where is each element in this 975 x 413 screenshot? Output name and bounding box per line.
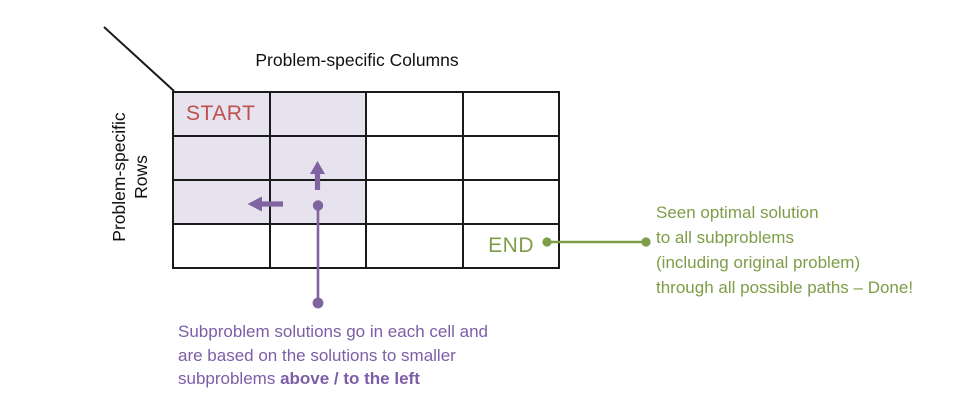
note-line: subproblems above / to the left	[178, 367, 488, 391]
start-cell: START	[172, 91, 271, 137]
note-line: are based on the solutions to smaller	[178, 345, 456, 365]
green-note-anchor-dot	[641, 237, 651, 247]
end-label: END	[488, 234, 534, 257]
table-cell	[365, 179, 464, 225]
dp-table: START END	[172, 91, 560, 269]
rows-axis-label-line1: Problem-specific	[109, 112, 129, 242]
table-cell	[365, 91, 464, 137]
note-anchor-dot	[312, 297, 324, 309]
rows-axis-label-line2: Rows	[131, 155, 151, 199]
rows-axis-label: Problem-specific Rows	[108, 87, 154, 267]
columns-axis-label: Problem-specific Columns	[255, 50, 459, 70]
end-cell: END	[461, 223, 560, 269]
table-cell	[461, 91, 560, 137]
note-line-normal: subproblems	[178, 369, 281, 388]
table-cell	[461, 179, 560, 225]
table-row	[172, 179, 560, 225]
note-line-bold: above / to the left	[280, 369, 420, 388]
table-cell	[365, 135, 464, 181]
note-line: Subproblem solutions go in each cell and	[178, 322, 488, 341]
table-cell	[172, 223, 271, 269]
purple-note: Subproblem solutions go in each cell and…	[178, 320, 488, 391]
table-row: START	[172, 91, 560, 137]
table-cell	[268, 91, 367, 137]
table-cell	[268, 179, 367, 225]
table-cell	[172, 135, 271, 181]
note-line: Seen optimal solution	[656, 203, 819, 222]
table-cell	[365, 223, 464, 269]
note-line: to all subproblems	[656, 228, 794, 247]
note-line: through all possible paths – Done!	[656, 278, 914, 297]
green-note: Seen optimal solution to all subproblems…	[656, 200, 913, 300]
table-cell	[268, 223, 367, 269]
start-label: START	[186, 102, 256, 125]
table-cell	[268, 135, 367, 181]
table-row: END	[172, 223, 560, 269]
table-cell	[172, 179, 271, 225]
table-cell	[461, 135, 560, 181]
table-row	[172, 135, 560, 181]
note-line: (including original problem)	[656, 253, 861, 272]
